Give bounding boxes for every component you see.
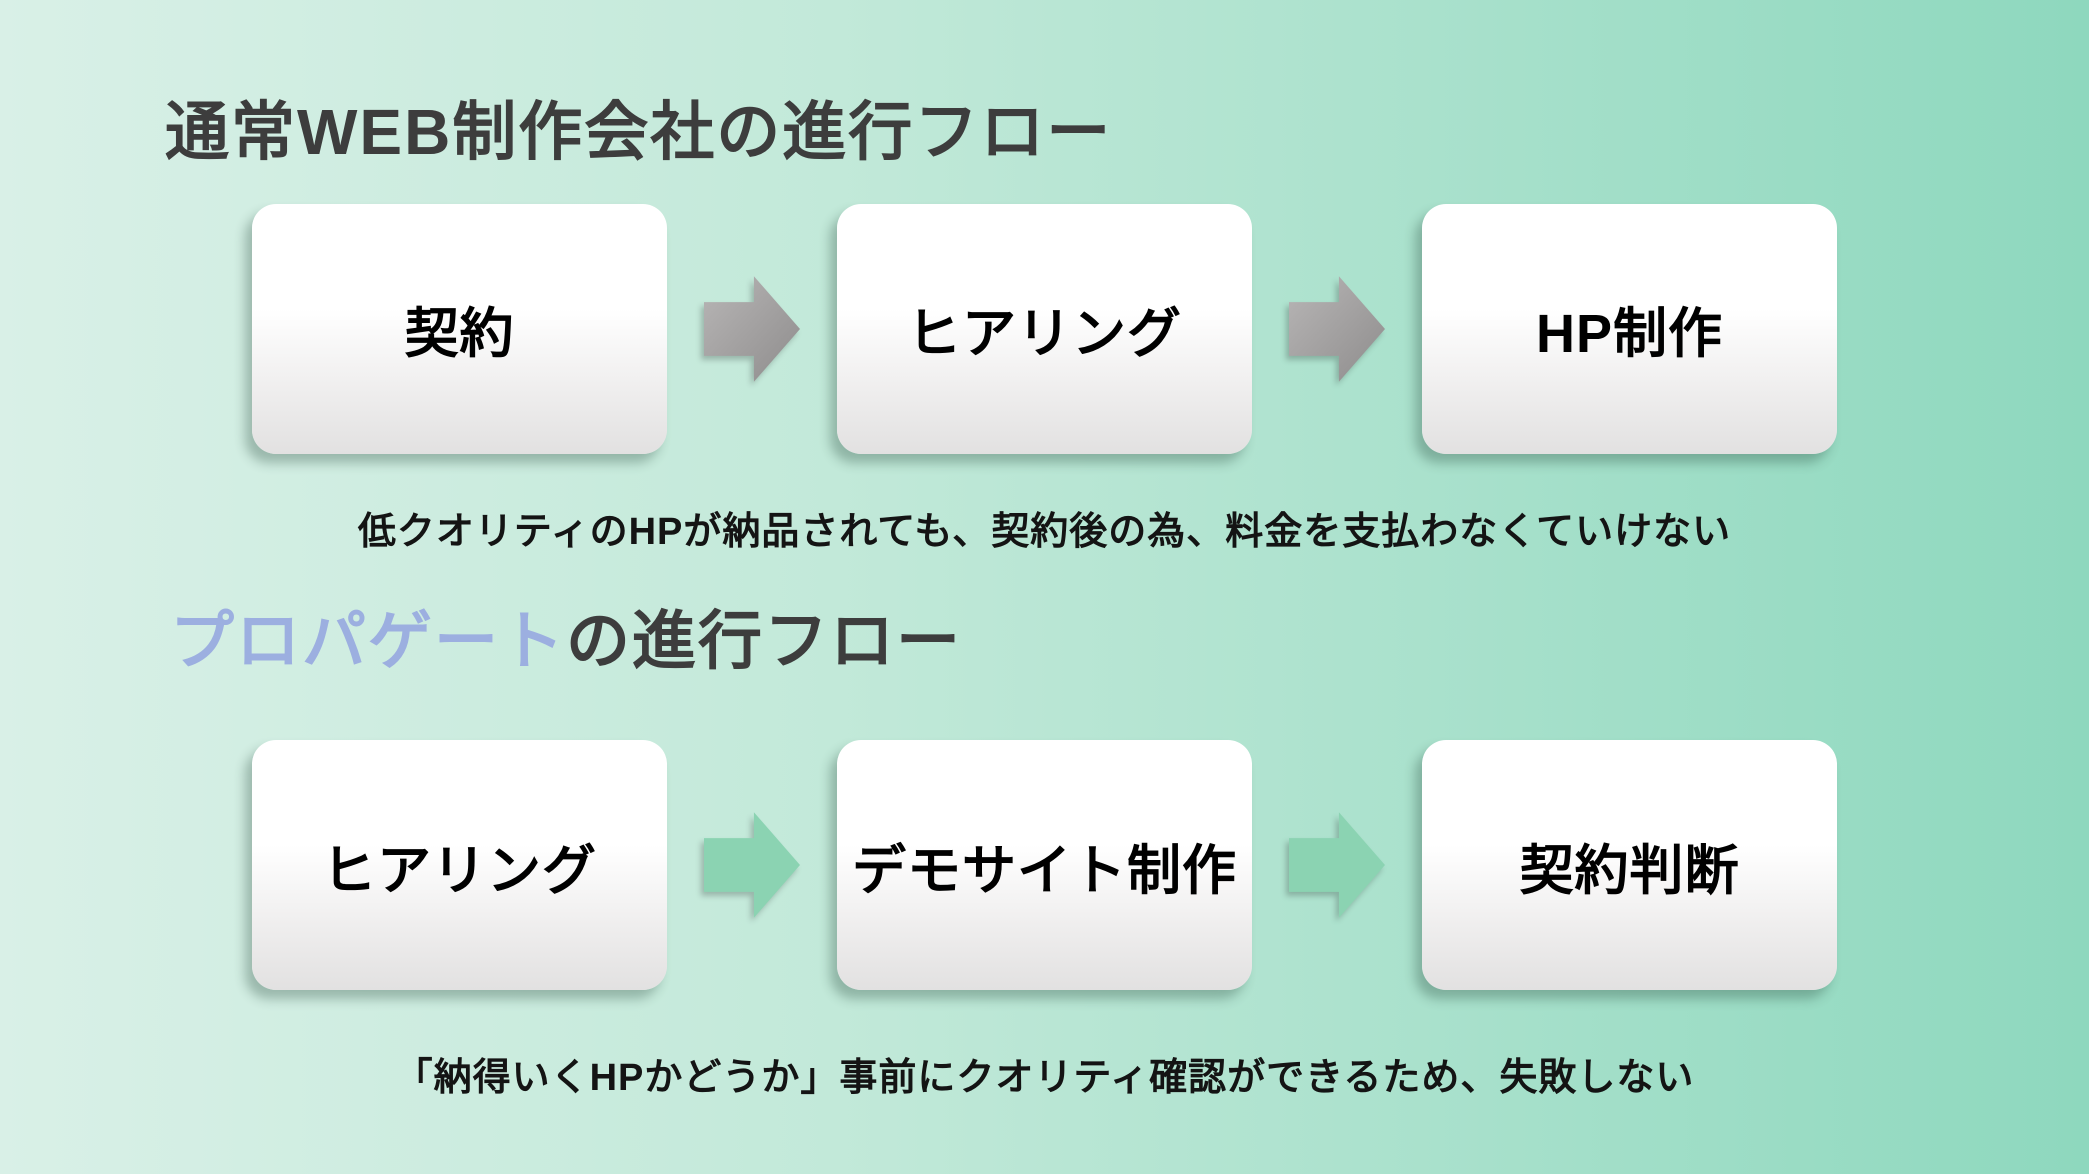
brand-name: プロパゲート — [170, 604, 566, 677]
caption-propagate-flow: 「納得いくHPかどうか」事前にクオリティ確認ができるため、失敗しない — [394, 1057, 1695, 1100]
flow-row-normal: 契約 ヒアリング HP制作 — [0, 203, 2089, 454]
arrow-right-icon — [667, 275, 837, 382]
flow-step-label: 契約 — [404, 304, 515, 365]
arrow-right-icon — [1252, 812, 1422, 918]
flow-step-box: ヒアリング — [252, 740, 667, 991]
flow-step-label: ヒアリング — [322, 840, 597, 901]
flow-row-propagate: ヒアリング デモサイト制作 契約判断 — [0, 740, 2089, 991]
arrow-right-icon — [1252, 275, 1422, 382]
flow-step-box: 契約判断 — [1422, 740, 1837, 991]
section-title-propagate-flow: プロパゲートの進行フロー — [0, 605, 2089, 679]
flow-step-label: ヒアリング — [907, 304, 1182, 365]
section-title-rest: の進行フロー — [566, 604, 962, 677]
flow-step-label: 契約判断 — [1519, 840, 1740, 901]
flow-step-label: HP制作 — [1535, 304, 1723, 365]
flow-step-box: 契約 — [252, 203, 667, 454]
flow-step-box: HP制作 — [1422, 203, 1837, 454]
section-title-normal-flow: 通常WEB制作会社の進行フロー — [165, 96, 1113, 168]
caption-normal-flow: 低クオリティのHPが納品されても、契約後の為、料金を支払わなくていけない — [357, 510, 1732, 553]
section-normal-flow: 通常WEB制作会社の進行フロー 契約 ヒアリング HP制作 — [0, 0, 2089, 555]
flow-step-box: デモサイト制作 — [837, 740, 1252, 991]
flow-step-box: ヒアリング — [837, 203, 1252, 454]
section-propagate-flow: プロパゲートの進行フロー ヒアリング デモサイト制作 契約判断 — [0, 605, 2089, 1102]
arrow-right-icon — [667, 812, 837, 918]
flow-step-label: デモサイト制作 — [852, 840, 1237, 901]
